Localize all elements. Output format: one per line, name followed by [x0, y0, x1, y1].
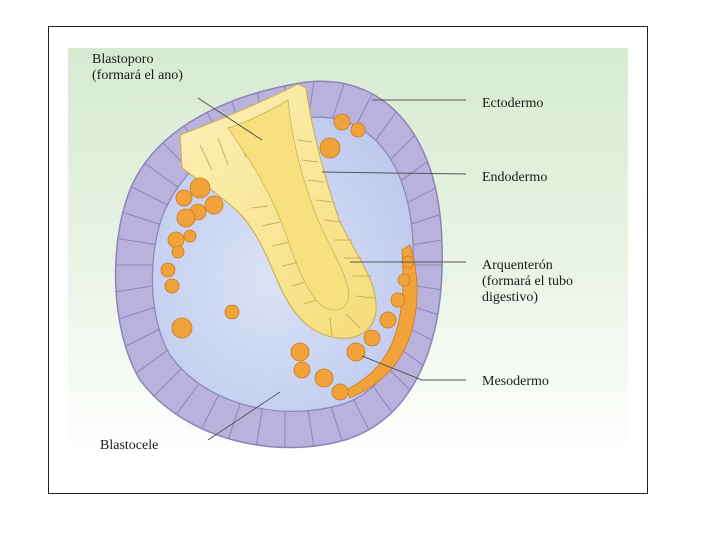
mesoderm-cell	[390, 292, 406, 308]
endoderm-cell-wall	[199, 144, 213, 171]
mesoderm-cell	[363, 329, 381, 347]
endoderm-cell-wall	[271, 241, 291, 247]
label-ectodermo: Ectodermo	[482, 96, 544, 111]
endoderm-cell-wall	[323, 219, 343, 223]
endoderm-cell-wall	[251, 205, 269, 209]
mesoderm-cell	[204, 195, 224, 215]
mesoderm-cell	[379, 311, 397, 329]
endoderm-cell-wall	[329, 317, 333, 337]
mesoderm-cell	[183, 229, 197, 243]
leader-line	[361, 355, 466, 381]
mesoderm-cell	[331, 383, 349, 401]
mesoderm-cell	[333, 113, 351, 131]
leader-line	[321, 171, 467, 175]
endoderm-cell-wall	[303, 299, 317, 305]
leader-line	[197, 97, 263, 141]
label-arquenteron: Arquenterón (formará el tubo digestivo)	[482, 258, 573, 305]
endoderm-cell-wall	[315, 199, 333, 203]
mesoderm-cell	[397, 273, 411, 287]
mesoderm-cell	[290, 342, 310, 362]
endoderm-cell-wall	[355, 295, 375, 299]
endoderm-cell-wall	[297, 139, 313, 143]
endoderm-cell-wall	[261, 221, 281, 227]
mesoderm-cell	[314, 368, 334, 388]
mesoderm-cell	[346, 342, 366, 362]
endoderm-cell-wall	[345, 313, 361, 329]
mesoderm-cell	[319, 137, 341, 159]
mesoderm-cell	[171, 245, 185, 259]
endoderm-cell-wall	[217, 137, 229, 166]
mesoderm-cell	[189, 177, 211, 199]
mesoderm-cell	[350, 122, 366, 138]
label-endodermo: Endodermo	[482, 170, 548, 185]
archenteron-lumen	[227, 99, 349, 311]
label-mesodermo: Mesodermo	[482, 374, 549, 389]
leader-line	[207, 391, 281, 441]
leader-lines	[197, 97, 467, 441]
endoderm-cell-wall	[307, 179, 325, 183]
mesoderm-cell	[171, 317, 193, 339]
mesoderm-cell	[160, 262, 176, 278]
mesoderm-cell	[224, 304, 240, 320]
mesoderm-cell	[293, 361, 311, 379]
mesoderm-cell	[175, 189, 193, 207]
mesoderm-cell	[164, 278, 180, 294]
mesoderm-cell	[176, 208, 196, 228]
mesoderm-cells	[160, 113, 415, 401]
mesoderm-cell	[167, 231, 185, 249]
label-blastoporo: Blastoporo (formará el ano)	[92, 52, 183, 83]
label-blastocele: Blastocele	[100, 438, 159, 453]
endoderm-cell-wall	[291, 281, 307, 287]
endoderm-cell-wall	[301, 159, 319, 163]
